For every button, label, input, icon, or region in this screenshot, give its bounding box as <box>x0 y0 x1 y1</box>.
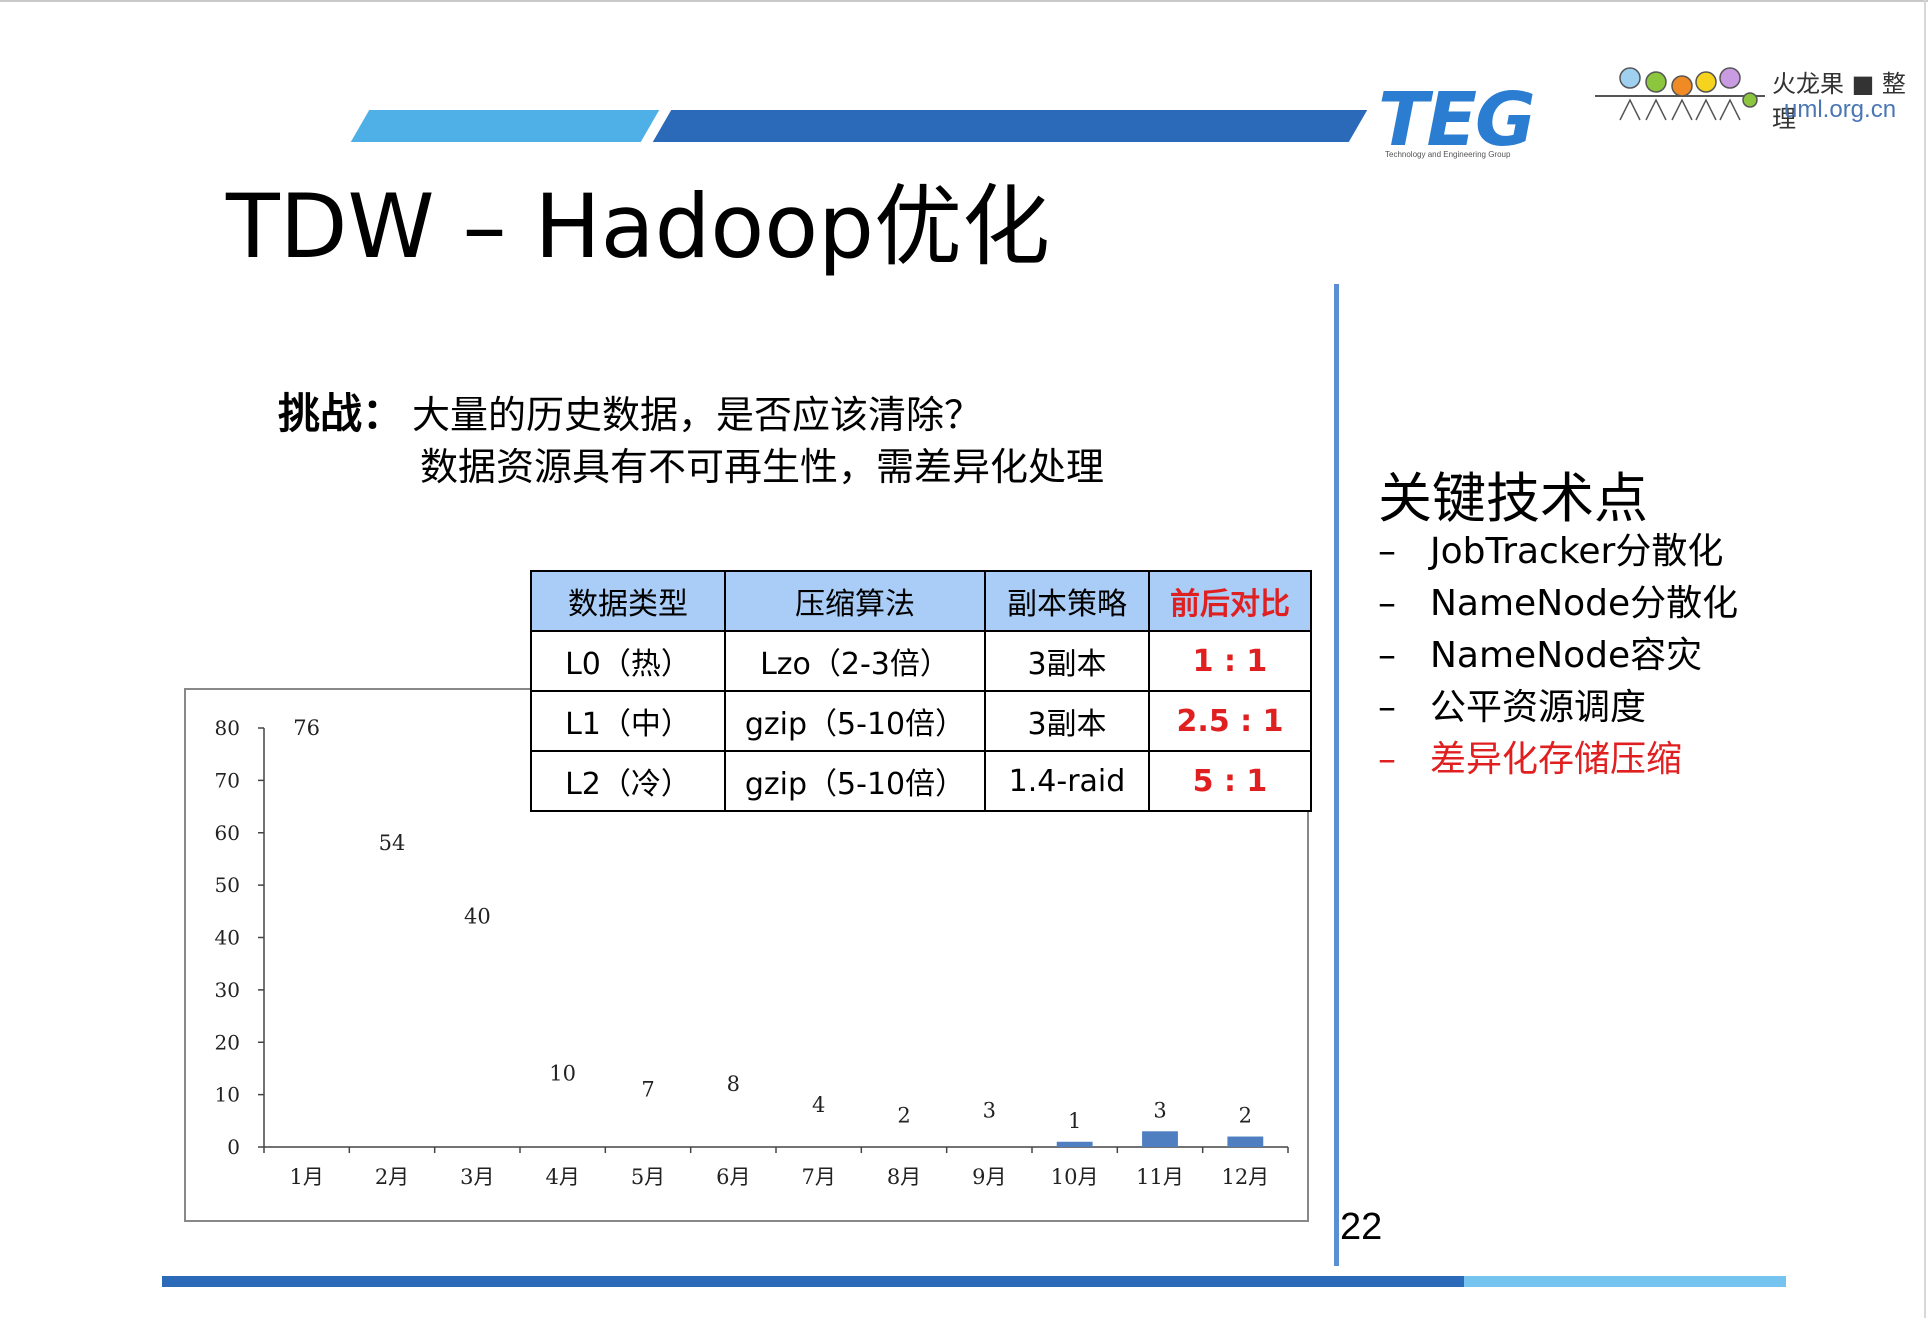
y-tick-label: 0 <box>227 1135 240 1159</box>
list-item: –NameNode分散化 <box>1378 578 1738 630</box>
y-tick-label: 70 <box>215 768 240 792</box>
data-label: 76 <box>293 716 320 740</box>
table-header-row: 数据类型 压缩算法 副本策略 前后对比 <box>530 570 1312 632</box>
table-header-cell: 前后对比 <box>1148 570 1312 632</box>
table-cell: 3副本 <box>984 690 1150 752</box>
key-point-label: NameNode分散化 <box>1430 583 1739 624</box>
brand-people-logo <box>1595 67 1765 121</box>
list-item: –NameNode容灾 <box>1378 630 1738 682</box>
storage-comparison-table: 数据类型 压缩算法 副本策略 前后对比 L0（热） Lzo（2-3倍） 3副本 … <box>530 570 1312 812</box>
table-cell: L0（热） <box>530 630 726 692</box>
data-label: 54 <box>379 831 406 855</box>
header-bar-dark <box>652 110 1368 142</box>
y-tick-label: 60 <box>215 821 240 845</box>
page-number: 22 <box>1340 1206 1383 1248</box>
x-tick-label: 11月 <box>1136 1165 1184 1189</box>
y-tick-label: 30 <box>215 978 240 1002</box>
brand-name: 火龙果 ■ 整理 <box>1772 70 1906 133</box>
y-tick-label: 20 <box>215 1030 240 1054</box>
data-label: 7 <box>641 1077 654 1101</box>
x-tick-label: 9月 <box>972 1165 1006 1189</box>
key-point-label: NameNode容灾 <box>1430 635 1703 676</box>
table-row: L2（冷） gzip（5-10倍） 1.4-raid 5 : 1 <box>530 750 1312 812</box>
data-label: 8 <box>727 1072 740 1096</box>
teg-logo: TEG <box>1378 77 1536 163</box>
table-cell: 1.4-raid <box>984 750 1150 812</box>
table-cell: L2（冷） <box>530 750 726 812</box>
list-dash: – <box>1378 635 1396 676</box>
table-cell: 3副本 <box>984 630 1150 692</box>
vertical-divider <box>1334 284 1339 1266</box>
right-border <box>1924 0 1926 1318</box>
x-tick-label: 6月 <box>716 1165 750 1189</box>
table-cell: Lzo（2-3倍） <box>724 630 986 692</box>
list-dash: – <box>1378 739 1396 780</box>
table-header-cell: 压缩算法 <box>724 570 986 632</box>
x-tick-label: 8月 <box>887 1165 921 1189</box>
list-item: –差异化存储压缩 <box>1378 734 1738 786</box>
header-bar-light <box>350 110 660 142</box>
bar <box>1142 1131 1178 1147</box>
footer-bar-dark <box>162 1276 1464 1287</box>
x-tick-label: 1月 <box>289 1165 323 1189</box>
key-point-label: 公平资源调度 <box>1430 687 1647 728</box>
bar <box>1056 1141 1093 1147</box>
teg-logo-subtext: Technology and Engineering Group <box>1385 150 1511 159</box>
data-label: 2 <box>1239 1104 1252 1128</box>
table-cell: 5 : 1 <box>1148 750 1312 812</box>
top-border <box>0 0 1928 2</box>
x-tick-label: 3月 <box>460 1165 494 1189</box>
table-header-cell: 数据类型 <box>530 570 726 632</box>
key-points-title: 关键技术点 <box>1378 467 1648 530</box>
key-point-label: 差异化存储压缩 <box>1430 739 1683 780</box>
y-tick-label: 80 <box>215 716 240 740</box>
table-cell: 1 : 1 <box>1148 630 1312 692</box>
challenge-line-2: 数据资源具有不可再生性，需差异化处理 <box>420 445 1105 489</box>
data-label: 40 <box>464 905 491 929</box>
data-label: 4 <box>812 1093 825 1117</box>
challenge-label: 挑战： <box>278 389 405 438</box>
x-tick-label: 5月 <box>631 1165 665 1189</box>
footer-bar-light <box>1464 1276 1786 1287</box>
y-tick-label: 40 <box>215 926 240 950</box>
list-item: –公平资源调度 <box>1378 682 1738 734</box>
data-label: 3 <box>983 1098 996 1122</box>
slide-title: TDW – Hadoop优化 <box>226 175 1050 278</box>
table-header-cell: 副本策略 <box>984 570 1150 632</box>
data-label: 1 <box>1068 1109 1081 1133</box>
list-item: –JobTracker分散化 <box>1378 526 1738 578</box>
data-label: 3 <box>1153 1098 1166 1122</box>
table-row: L0（热） Lzo（2-3倍） 3副本 1 : 1 <box>530 630 1312 692</box>
x-tick-label: 7月 <box>801 1165 835 1189</box>
data-label: 10 <box>549 1062 576 1086</box>
list-dash: – <box>1378 583 1396 624</box>
table-cell: gzip（5-10倍） <box>724 690 986 752</box>
table-cell: gzip（5-10倍） <box>724 750 986 812</box>
key-points-list: –JobTracker分散化 –NameNode分散化 –NameNode容灾 … <box>1378 526 1738 786</box>
list-dash: – <box>1378 531 1396 572</box>
list-dash: – <box>1378 687 1396 728</box>
table-row: L1（中） gzip（5-10倍） 3副本 2.5 : 1 <box>530 690 1312 752</box>
y-tick-label: 10 <box>215 1083 240 1107</box>
bar <box>1227 1136 1264 1147</box>
brand-url: uml.org.cn <box>1784 96 1897 123</box>
data-label: 2 <box>897 1104 910 1128</box>
x-tick-label: 10月 <box>1051 1165 1099 1189</box>
table-cell: L1（中） <box>530 690 726 752</box>
x-tick-label: 2月 <box>375 1165 409 1189</box>
challenge-line-1: 大量的历史数据，是否应该清除？ <box>412 393 983 437</box>
x-tick-label: 4月 <box>545 1165 579 1189</box>
x-tick-label: 12月 <box>1221 1165 1269 1189</box>
table-cell: 2.5 : 1 <box>1148 690 1312 752</box>
y-tick-label: 50 <box>215 873 240 897</box>
key-point-label: JobTracker分散化 <box>1430 531 1724 572</box>
